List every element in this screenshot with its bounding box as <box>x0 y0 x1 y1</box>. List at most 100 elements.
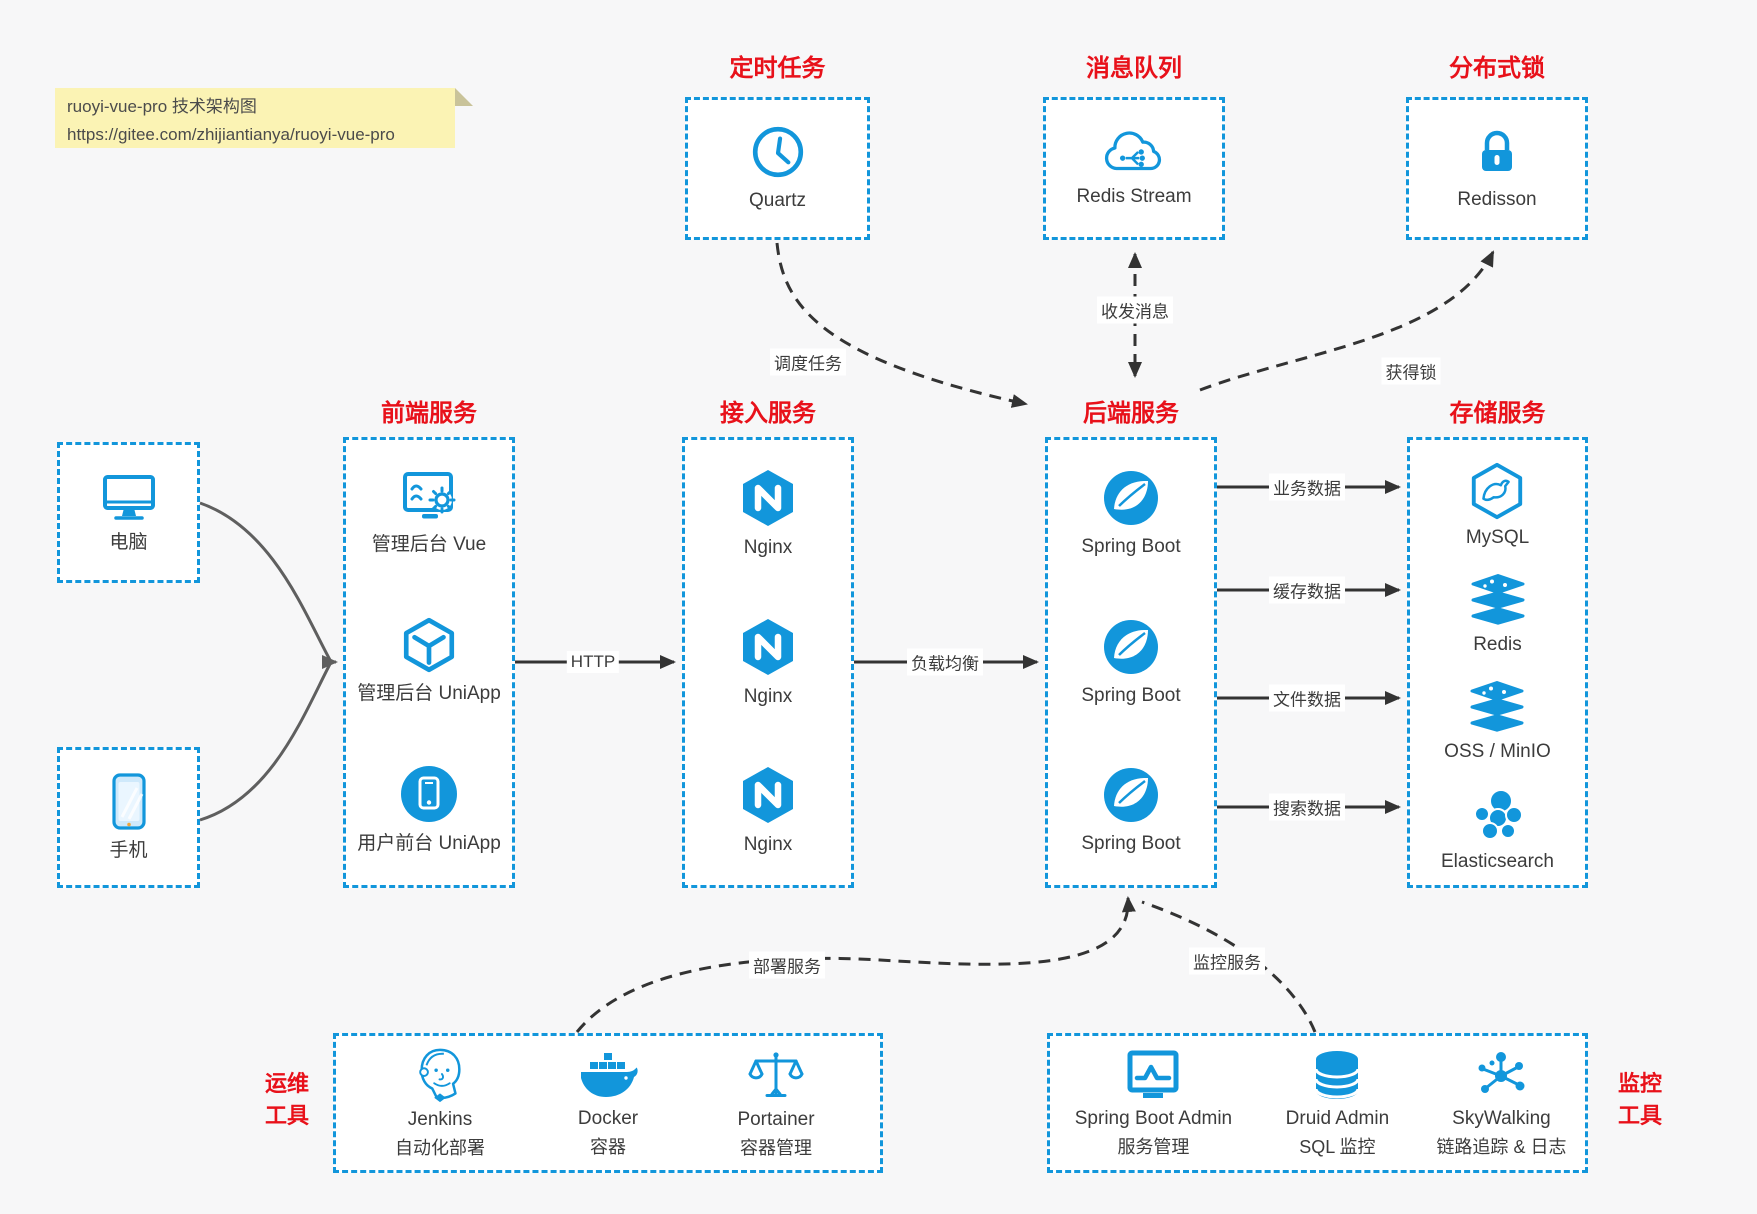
clock-icon <box>749 123 807 181</box>
node-label: 用户前台 UniApp <box>357 833 501 854</box>
client-label: 电脑 <box>109 531 148 553</box>
node-springboot-3: Spring Boot <box>1081 765 1181 857</box>
group-title-storage: 存储服务 <box>1449 400 1546 427</box>
spring-boot-admin-icon <box>1122 1047 1184 1105</box>
node-mysql: MySQL <box>1466 461 1529 551</box>
group-title-distributed-lock: 分布式锁 <box>1449 55 1545 82</box>
edge-label-cache-data: 缓存数据 <box>1269 576 1345 604</box>
group-backend-services: Spring Boot Spring Boot Spring Boot <box>1045 437 1217 888</box>
group-monitor-tools: Spring Boot Admin 服务管理 Druid Admin <box>1047 1033 1588 1173</box>
node-jenkins: Jenkins 自动化部署 <box>356 1046 524 1160</box>
edge-label-schedule-task: 调度任务 <box>770 348 846 376</box>
edge-schedule-task <box>775 242 1028 408</box>
uniapp-cube-icon <box>399 615 459 675</box>
node-springboot-1: Spring Boot <box>1081 468 1181 560</box>
group-title-scheduled-task: 定时任务 <box>729 55 826 82</box>
spring-boot-icon <box>1101 617 1161 677</box>
node-label: Redis <box>1473 634 1522 656</box>
node-docker: Docker 容器 <box>524 1047 692 1159</box>
node-mobile-client: 手机 <box>57 747 200 888</box>
lock-icon <box>1469 125 1525 181</box>
node-label: Portainer <box>737 1109 815 1130</box>
node-label: Spring Boot Admin <box>1074 1108 1233 1129</box>
edge-label-send-receive-message: 收发消息 <box>1097 296 1173 324</box>
node-desc: SQL 监控 <box>1299 1137 1376 1157</box>
node-user-uniapp: 用户前台 UniApp <box>357 763 501 857</box>
node-admin-uniapp: 管理后台 UniApp <box>357 615 501 707</box>
node-desc: 容器管理 <box>740 1138 812 1158</box>
jenkins-icon <box>411 1046 469 1106</box>
nginx-icon <box>739 467 797 529</box>
side-label-line: 运维 <box>264 1071 309 1096</box>
node-desc: 服务管理 <box>1117 1137 1190 1157</box>
edge-label-search-data: 搜索数据 <box>1269 793 1345 821</box>
edge-label-deploy-service: 部署服务 <box>749 951 825 979</box>
edge-label-load-balance: 负载均衡 <box>907 648 983 676</box>
group-storage-services: MySQL Redis <box>1407 437 1588 888</box>
node-portainer: Portainer 容器管理 <box>692 1046 860 1160</box>
node-label: Elasticsearch <box>1441 850 1554 872</box>
sticky-note: ruoyi-vue-pro 技术架构图 https://gitee.com/zh… <box>55 88 473 148</box>
node-label: 管理后台 UniApp <box>357 682 501 704</box>
docker-whale-icon <box>576 1047 640 1105</box>
node-label: Spring Boot <box>1081 684 1181 706</box>
node-nginx-1: Nginx <box>739 467 797 561</box>
edge-label-monitor-service: 监控服务 <box>1189 947 1265 975</box>
nginx-icon <box>739 764 797 826</box>
user-app-icon <box>398 763 460 825</box>
side-label-line: 工具 <box>264 1102 309 1128</box>
node-admin-vue: 管理后台 Vue <box>372 468 486 558</box>
node-desc: 链路追踪 & 日志 <box>1436 1137 1567 1157</box>
node-redis-stream: Redis Stream <box>1043 97 1225 240</box>
node-redis: Redis <box>1468 572 1528 658</box>
druid-database-icon <box>1309 1047 1365 1105</box>
admin-vue-icon <box>397 468 461 526</box>
nginx-icon <box>739 616 797 678</box>
side-label-line: 工具 <box>1617 1102 1662 1128</box>
edge-label-file-data: 文件数据 <box>1269 684 1345 712</box>
desktop-icon <box>98 470 160 524</box>
node-desc: 自动化部署 <box>395 1138 485 1158</box>
node-label: MySQL <box>1465 526 1530 548</box>
note-url: https://gitee.com/zhijiantianya/ruoyi-vu… <box>67 124 395 144</box>
node-label: Redis Stream <box>1076 186 1192 208</box>
node-desc: 容器 <box>590 1137 626 1157</box>
edge-clients-to-frontend <box>199 501 338 822</box>
node-quartz: Quartz <box>685 97 870 240</box>
node-label: 管理后台 Vue <box>371 534 487 556</box>
node-label: OSS / MinIO <box>1444 741 1551 763</box>
node-druid-admin: Druid Admin SQL 监控 <box>1253 1047 1422 1159</box>
skywalking-icon <box>1472 1047 1530 1105</box>
node-label: Docker <box>577 1108 639 1129</box>
node-spring-boot-admin: Spring Boot Admin 服务管理 <box>1054 1047 1253 1159</box>
node-label: Spring Boot <box>1081 536 1181 558</box>
side-label-line: 监控 <box>1617 1071 1662 1096</box>
node-springboot-2: Spring Boot <box>1081 617 1181 709</box>
node-label: Spring Boot <box>1081 833 1181 854</box>
group-title-access: 接入服务 <box>720 400 816 427</box>
node-label: Druid Admin <box>1285 1108 1390 1129</box>
node-elasticsearch: Elasticsearch <box>1441 787 1554 875</box>
node-label: SkyWalking <box>1452 1108 1551 1129</box>
node-redisson: Redisson <box>1406 97 1588 240</box>
edge-acquire-lock <box>1199 250 1495 392</box>
node-oss-minio: OSS / MinIO <box>1444 679 1551 765</box>
note-title: ruoyi-vue-pro 技术架构图 <box>67 97 257 116</box>
group-title-message-queue: 消息队列 <box>1086 55 1182 82</box>
node-label: Nginx <box>743 834 793 855</box>
cloud-stream-icon <box>1102 127 1166 179</box>
node-label: Jenkins <box>407 1109 473 1130</box>
node-nginx-3: Nginx <box>739 764 797 858</box>
node-label: Nginx <box>743 685 793 707</box>
ops-tools-side-label: 运维 工具 <box>237 1068 337 1132</box>
mysql-icon <box>1468 461 1526 521</box>
redis-icon <box>1468 572 1528 628</box>
elasticsearch-icon <box>1468 787 1528 845</box>
oss-minio-icon <box>1467 679 1527 735</box>
monitor-tools-side-label: 监控 工具 <box>1600 1068 1680 1132</box>
portainer-scales-icon <box>747 1046 805 1106</box>
group-title-backend: 后端服务 <box>1083 400 1179 427</box>
group-title-frontend: 前端服务 <box>381 400 477 427</box>
group-frontend-services: 管理后台 Vue 管理后台 UniApp 用户前台 UniApp <box>343 437 515 888</box>
